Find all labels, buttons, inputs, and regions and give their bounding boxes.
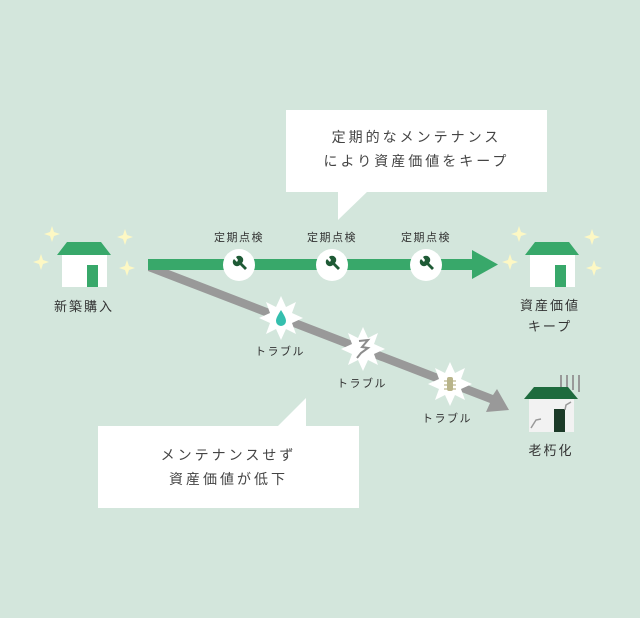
good-end-label: 資産価値 キープ [510, 296, 590, 338]
top-bubble-text: 定期的なメンテナンス により資産価値をキープ [286, 126, 547, 174]
water-leak-icon [276, 310, 286, 326]
wrench-icon [325, 255, 340, 270]
bottom-bubble-line2: 資産価値が低下 [169, 472, 288, 488]
inspection-point [223, 249, 255, 281]
top-bubble-line1: 定期的なメンテナンス [331, 130, 502, 146]
inspection-point [410, 249, 442, 281]
house-icon [57, 242, 111, 287]
trouble-point [428, 362, 472, 406]
wrench-icon [232, 255, 247, 270]
crack-icon [356, 338, 371, 359]
start-label: 新築購入 [53, 300, 114, 315]
top-bubble-line2: により資産価値をキープ [323, 154, 510, 170]
start-house [33, 226, 135, 287]
inspection-label: 定期点検 [307, 231, 357, 244]
sparkle-icon [33, 226, 135, 276]
wrench-icon [419, 255, 434, 270]
good-end-house [502, 226, 602, 287]
bad-end-label: 老朽化 [528, 444, 574, 459]
speech-bubble-top [286, 110, 547, 220]
trouble-point [259, 296, 303, 340]
decayed-house-icon [524, 375, 580, 432]
termite-icon [444, 377, 456, 391]
house-icon [525, 242, 579, 287]
trouble-label: トラブル [255, 345, 305, 358]
sparkle-icon [502, 226, 602, 276]
trouble-label: トラブル [422, 412, 472, 425]
maintenance-arrow [148, 250, 498, 279]
inspection-point [316, 249, 348, 281]
decline-arrow [148, 262, 509, 412]
inspection-label: 定期点検 [401, 231, 451, 244]
bottom-bubble-line1: メンテナンスせず [160, 448, 297, 464]
inspection-label: 定期点検 [214, 231, 264, 244]
good-end-line1: 資産価値 [519, 299, 580, 314]
trouble-label: トラブル [337, 377, 387, 390]
good-end-line2: キープ [527, 320, 573, 335]
burst-shape [341, 327, 385, 371]
bad-end-house [524, 375, 580, 432]
trouble-point [341, 327, 385, 371]
bottom-bubble-text: メンテナンスせず 資産価値が低下 [98, 444, 359, 492]
speech-bubble-bottom [98, 398, 359, 508]
